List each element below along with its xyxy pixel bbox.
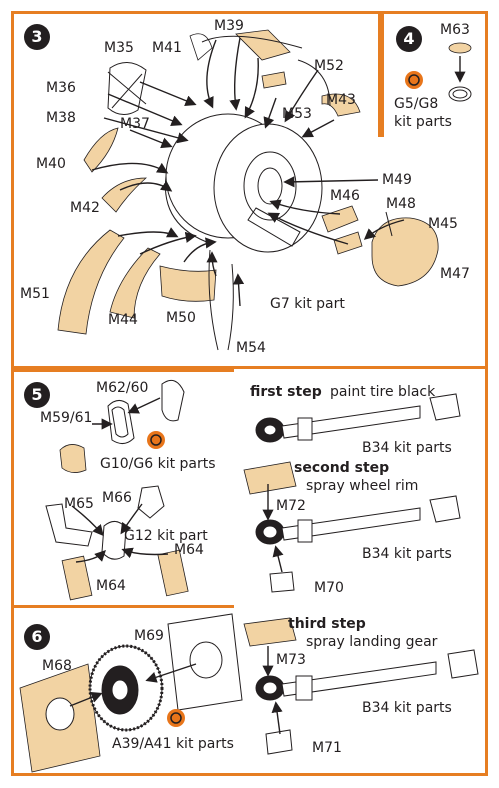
label-m64-left: M64 xyxy=(96,578,126,594)
label-m63: M63 xyxy=(440,22,470,38)
label-m47: M47 xyxy=(440,266,470,282)
mask-m50 xyxy=(159,265,217,302)
label-m53: M53 xyxy=(282,106,312,122)
strut-group-1 xyxy=(255,393,461,443)
label-m69: M69 xyxy=(134,628,164,644)
label-m50: M50 xyxy=(166,310,196,326)
kit-part-icon xyxy=(405,71,423,89)
label-m52: M52 xyxy=(314,58,344,74)
label-b34-3: B34 kit parts xyxy=(362,700,452,716)
label-m54: M54 xyxy=(236,340,266,356)
label-b34-2: B34 kit parts xyxy=(362,546,452,562)
third-step-title: third step xyxy=(288,616,366,632)
m68-hole xyxy=(45,697,75,731)
first-step-title: first step xyxy=(250,384,322,400)
label-m36: M36 xyxy=(46,80,76,96)
tire-6 xyxy=(88,644,164,732)
label-m64-right: M64 xyxy=(174,542,204,558)
label-m59-61: M59/61 xyxy=(40,410,93,426)
mask-m43 xyxy=(321,93,361,117)
mask-m39 xyxy=(235,29,291,61)
label-m73: M73 xyxy=(276,652,306,668)
kit-part-icon xyxy=(147,431,165,449)
mask-m72 xyxy=(243,461,297,495)
label-m38: M38 xyxy=(46,110,76,126)
mask-m59-61 xyxy=(59,444,87,473)
mask-m73 xyxy=(243,617,297,647)
label-g10-g6: G10/G6 kit parts xyxy=(100,456,216,472)
label-m66: M66 xyxy=(102,490,132,506)
label-m48: M48 xyxy=(386,196,416,212)
label-g5-g8: G5/G8 xyxy=(394,96,439,112)
label-m45: M45 xyxy=(428,216,458,232)
label-g12: G12 kit part xyxy=(124,528,208,544)
mask-m41 xyxy=(189,33,213,61)
label-m62-60: M62/60 xyxy=(96,380,149,396)
label-m37: M37 xyxy=(120,116,150,132)
label-m72: M72 xyxy=(276,498,306,514)
step-4-badge: 4 xyxy=(396,26,422,52)
label-m42: M42 xyxy=(70,200,100,216)
label-m49: M49 xyxy=(382,172,412,188)
kit-part-icon xyxy=(167,709,185,727)
mask-m40 xyxy=(83,127,119,173)
label-m41: M41 xyxy=(152,40,182,56)
step-6-badge: 6 xyxy=(24,624,50,650)
label-a39-a41: A39/A41 kit parts xyxy=(112,736,234,752)
third-step-desc: spray landing gear xyxy=(306,634,438,650)
label-m51: M51 xyxy=(20,286,50,302)
label-m43: M43 xyxy=(326,92,356,108)
first-step-desc: paint tire black xyxy=(330,384,436,400)
strut-group-3 xyxy=(255,649,479,755)
label-kit-parts-4: kit parts xyxy=(394,114,452,130)
label-m44: M44 xyxy=(108,312,138,328)
label-g7-kit-part: G7 kit part xyxy=(270,296,345,312)
strut-group-2 xyxy=(255,495,461,593)
second-step-title: second step xyxy=(294,460,390,476)
mask-m42 xyxy=(101,177,148,213)
label-m70: M70 xyxy=(314,580,344,596)
mask-m36-ring xyxy=(107,62,147,115)
step-5-badge: 5 xyxy=(24,382,50,408)
mask-m44 xyxy=(109,247,161,319)
mask-m64a xyxy=(61,555,93,601)
label-b34-1: B34 kit parts xyxy=(362,440,452,456)
mask-m51 xyxy=(57,229,125,335)
label-m46: M46 xyxy=(330,188,360,204)
label-m35: M35 xyxy=(104,40,134,56)
label-m39: M39 xyxy=(214,18,244,34)
mask-m45-m47 xyxy=(371,217,439,287)
label-m68: M68 xyxy=(42,658,72,674)
step-3-badge: 3 xyxy=(24,24,50,50)
label-m71: M71 xyxy=(312,740,342,756)
mask-m53 xyxy=(261,71,287,89)
second-step-desc: spray wheel rim xyxy=(306,478,419,494)
label-m40: M40 xyxy=(36,156,66,172)
mask-m63 xyxy=(448,42,472,54)
label-m65: M65 xyxy=(64,496,94,512)
mask-m64b xyxy=(157,549,189,597)
mask-m48 xyxy=(333,231,363,255)
mask-m46 xyxy=(321,205,359,233)
